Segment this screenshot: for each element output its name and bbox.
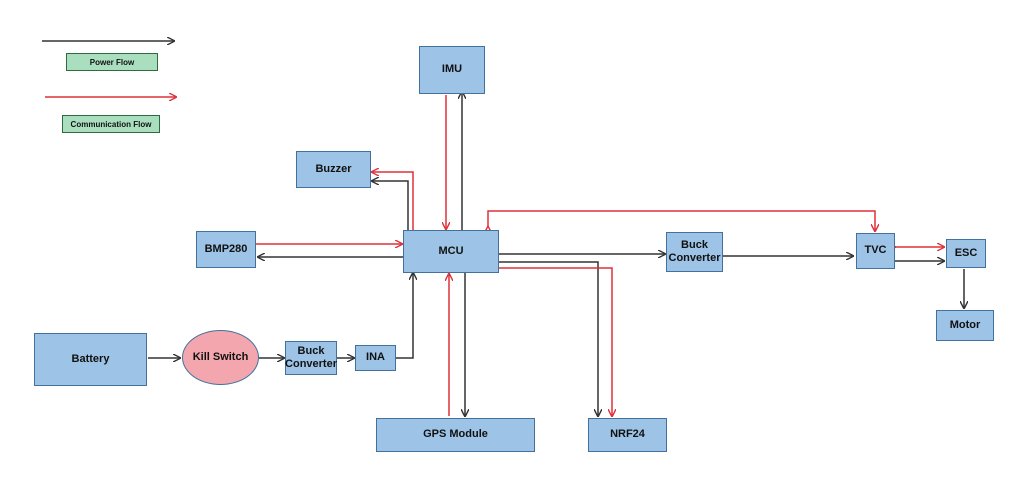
imu-block: IMU — [419, 46, 485, 94]
buck-converter-power-block: Buck Converter — [285, 341, 337, 375]
kill-switch-block: Kill Switch — [182, 330, 259, 385]
comm-mcu-to-nrf24 — [499, 267, 612, 416]
comm-mcu-tvc-link — [488, 210, 875, 231]
battery-block: Battery — [34, 333, 147, 386]
power-ina-to-mcu — [396, 273, 413, 359]
bmp280-block: BMP280 — [196, 231, 256, 268]
buzzer-block: Buzzer — [296, 151, 371, 188]
gps-module-block: GPS Module — [376, 418, 535, 452]
esc-block: ESC — [946, 239, 986, 268]
tvc-block: TVC — [856, 233, 895, 269]
legend-communication-flow: Communication Flow — [62, 115, 160, 133]
ina-block: INA — [355, 345, 396, 371]
buck-converter-block: Buck Converter — [666, 232, 723, 272]
power-mcu-to-buzzer — [372, 181, 409, 231]
motor-block: Motor — [936, 310, 994, 341]
legend-power-flow: Power Flow — [66, 53, 158, 71]
comm-mcu-to-buzzer — [372, 172, 414, 231]
mcu-block: MCU — [403, 230, 499, 273]
power-mcu-to-nrf24 — [499, 261, 598, 416]
nrf24-block: NRF24 — [588, 418, 667, 452]
